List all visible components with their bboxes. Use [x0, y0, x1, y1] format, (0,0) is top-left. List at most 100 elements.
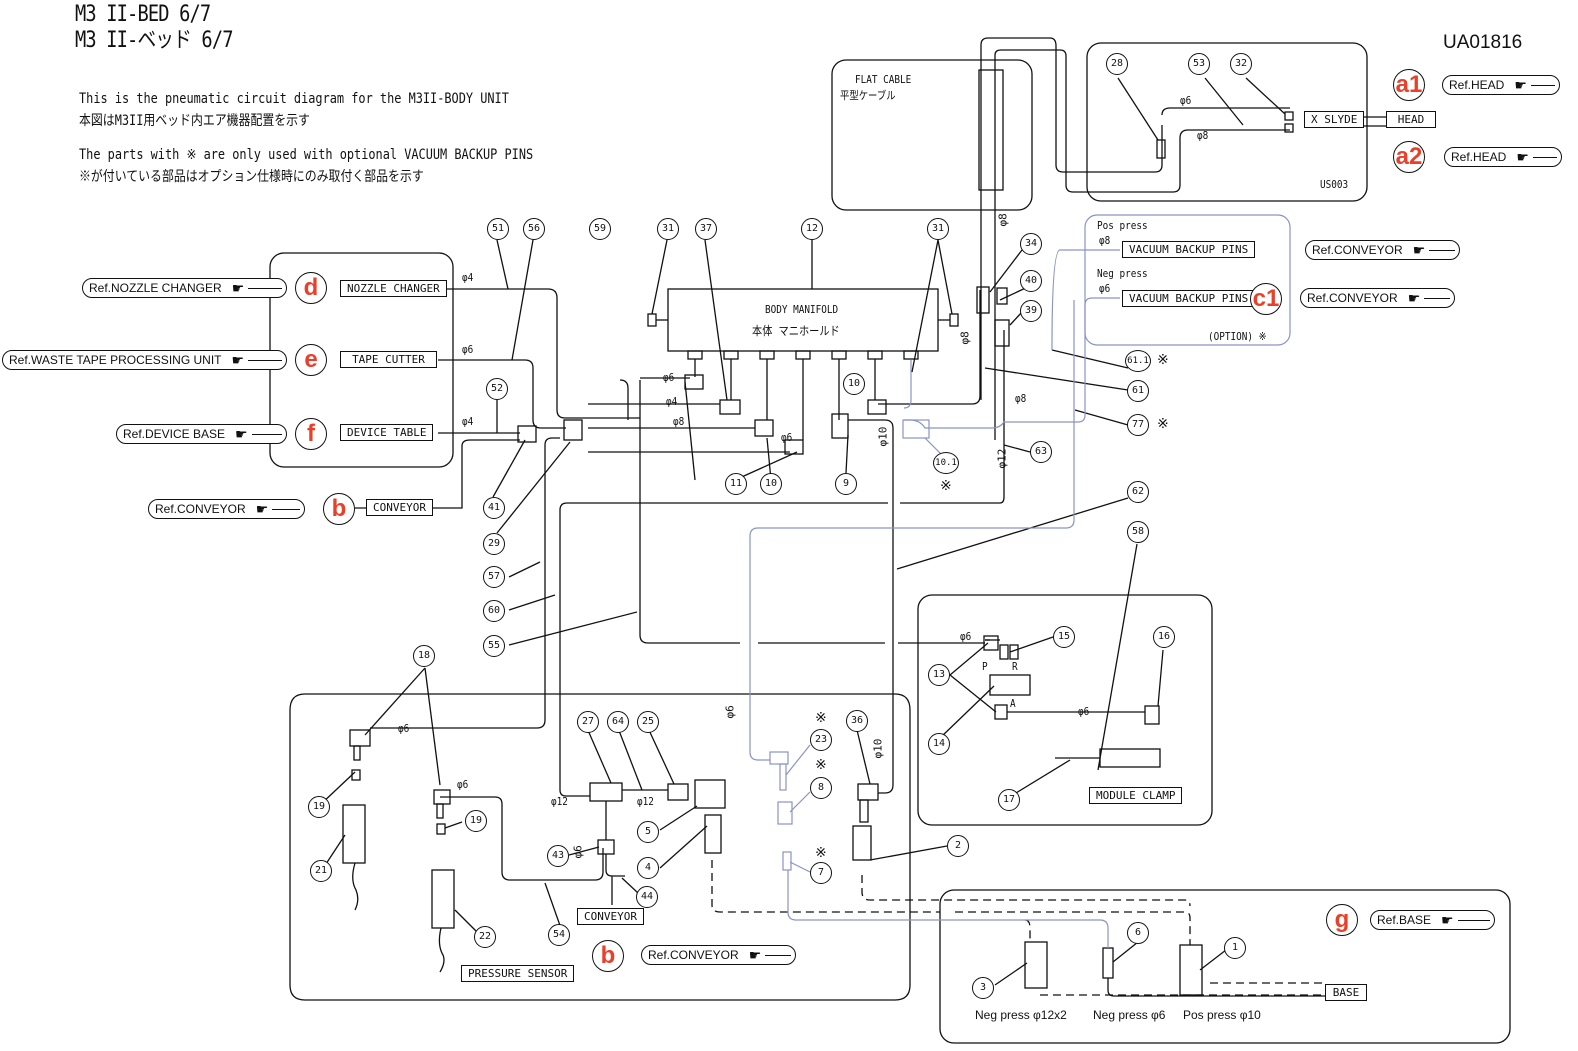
diameter-label: φ4 — [462, 271, 474, 284]
part-bubble: 14 — [928, 733, 950, 755]
diameter-label: φ6 — [1099, 282, 1111, 295]
pointing-hand-icon: ☛ — [1514, 77, 1527, 93]
ref-link-head-a2[interactable]: Ref.HEAD ☛ — [1444, 147, 1562, 167]
pointing-hand-icon: ☛ — [748, 947, 762, 963]
part-bubble: 23 — [810, 729, 832, 751]
part-bubble: 9 — [835, 473, 857, 495]
pointing-hand-icon: ☛ — [1412, 242, 1426, 258]
fitting-5 — [694, 779, 726, 809]
fitting-4 — [704, 814, 722, 854]
diameter-label: φ8 — [1099, 234, 1111, 247]
ref-link-base[interactable]: Ref.BASE☛ — [1370, 910, 1495, 930]
flat-cable-label: FLAT CABLE — [855, 73, 912, 86]
pos-press-10-label: Pos press φ10 — [1183, 1008, 1261, 1022]
fitting-25 — [667, 783, 689, 801]
tube-phi8-xslyde — [994, 49, 1290, 440]
base-box: BASE — [1325, 984, 1367, 1001]
diameter-label: φ6 — [663, 371, 675, 384]
ref-link-conveyor-pos[interactable]: Ref.CONVEYOR☛ — [1305, 240, 1460, 260]
module-clamp-frame — [917, 594, 1213, 826]
module-clamp-box: MODULE CLAMP — [1089, 787, 1183, 804]
fitting-6 — [1102, 947, 1114, 979]
part-bubble: 40 — [1020, 270, 1042, 292]
part-bubble: 51 — [487, 218, 509, 240]
part-bubble: 5 — [637, 821, 659, 843]
diameter-label: φ6 — [1078, 705, 1090, 718]
option-mark: ※ — [940, 478, 952, 494]
pressure-sensor-frame — [289, 693, 911, 1001]
part-bubble: 1 — [1224, 937, 1246, 959]
us003-frame — [1086, 42, 1368, 202]
option-mark: ※ — [1157, 416, 1169, 432]
part-bubble: 10.1 — [933, 452, 959, 474]
ref-link-device-base[interactable]: Ref.DEVICE BASE ☛ — [116, 424, 287, 444]
ref-label: Ref.HEAD — [1451, 150, 1507, 164]
diameter-label: φ6 — [457, 778, 469, 791]
part-bubble: 18 — [413, 645, 435, 667]
callout-e: e — [295, 344, 327, 376]
ref-link-nozzle-changer[interactable]: Ref.NOZZLE CHANGER☛ — [82, 278, 287, 298]
pos-press-label: Pos press — [1097, 219, 1148, 232]
pointing-hand-icon: ☛ — [1441, 912, 1454, 928]
port-p-label: P — [982, 660, 988, 673]
part-bubble: 37 — [695, 218, 717, 240]
pointing-hand-icon: ☛ — [1516, 149, 1529, 165]
fitting-10-1 — [902, 419, 930, 439]
callout-f: f — [295, 418, 327, 450]
fitting-36 — [857, 783, 879, 801]
ref-link-conveyor-b2[interactable]: Ref.CONVEYOR☛ — [641, 945, 796, 965]
diameter-label: φ6 — [1180, 94, 1192, 107]
neg-press-6-label: Neg press φ6 — [1093, 1008, 1166, 1022]
port-a-label: A — [1010, 697, 1016, 710]
part-bubble: 10 — [760, 473, 782, 495]
title-jp: M3 II-ベッド 6/7 — [75, 28, 233, 53]
callout-b: b — [323, 493, 355, 525]
neg-press-label: Neg press — [1097, 267, 1148, 280]
body-manifold — [667, 288, 939, 352]
device-table-box: DEVICE TABLE — [340, 424, 434, 441]
diameter-label: φ8 — [958, 331, 972, 345]
vacuum-option-frame — [1084, 214, 1291, 346]
ref-link-waste-tape[interactable]: Ref.WASTE TAPE PROCESSING UNIT☛ — [2, 350, 287, 370]
diameter-label: φ6 — [398, 722, 410, 735]
fitting-34 — [976, 286, 990, 314]
part-bubble: 56 — [523, 218, 545, 240]
part-bubble: 43 — [547, 845, 569, 867]
callout-b: b — [592, 940, 624, 972]
diameter-label: φ8 — [1015, 392, 1027, 405]
tape-cutter-box: TAPE CUTTER — [340, 351, 437, 368]
ref-label: Ref.DEVICE BASE — [123, 427, 226, 441]
base-frame — [939, 889, 1511, 1044]
part-bubble: 21 — [310, 860, 332, 882]
part-bubble: 77 — [1127, 414, 1149, 436]
pressure-sensor-box: PRESSURE SENSOR — [461, 965, 575, 982]
part-bubble: 11 — [725, 473, 747, 495]
head-box: HEAD — [1386, 111, 1436, 128]
part-bubble: 31 — [927, 218, 949, 240]
callout-d: d — [295, 272, 327, 304]
part-bubble: 60 — [483, 600, 505, 622]
part-bubble: 54 — [548, 924, 570, 946]
ref-link-conveyor-b[interactable]: Ref.CONVEYOR☛ — [148, 499, 305, 519]
ref-link-conveyor-c1[interactable]: Ref.CONVEYOR☛ — [1300, 288, 1455, 308]
part-bubble: 25 — [637, 711, 659, 733]
part-bubble: 28 — [1106, 53, 1128, 75]
part-bubble: 52 — [486, 378, 508, 400]
neg-press-12x2-label: Neg press φ12x2 — [975, 1008, 1067, 1022]
pointing-hand-icon: ☛ — [231, 352, 245, 368]
pointing-hand-icon: ☛ — [235, 426, 248, 442]
part-bubble: 19 — [308, 796, 330, 818]
diameter-label: φ10 — [871, 738, 885, 759]
fitting-41 — [517, 425, 537, 443]
sensor-21 — [342, 804, 366, 864]
ref-label: Ref.HEAD — [1449, 78, 1505, 92]
document-id: UA01816 — [1443, 32, 1523, 53]
diameter-label: φ12 — [637, 795, 654, 808]
fitting-1 — [1179, 944, 1203, 996]
fitting-3 — [1024, 941, 1048, 989]
ref-link-head-a1[interactable]: Ref.HEAD ☛ — [1442, 75, 1560, 95]
fitting-32b — [1284, 123, 1294, 133]
option-mark: ※ — [815, 845, 827, 861]
part-bubble: 55 — [483, 635, 505, 657]
part-bubble: 22 — [474, 926, 496, 948]
